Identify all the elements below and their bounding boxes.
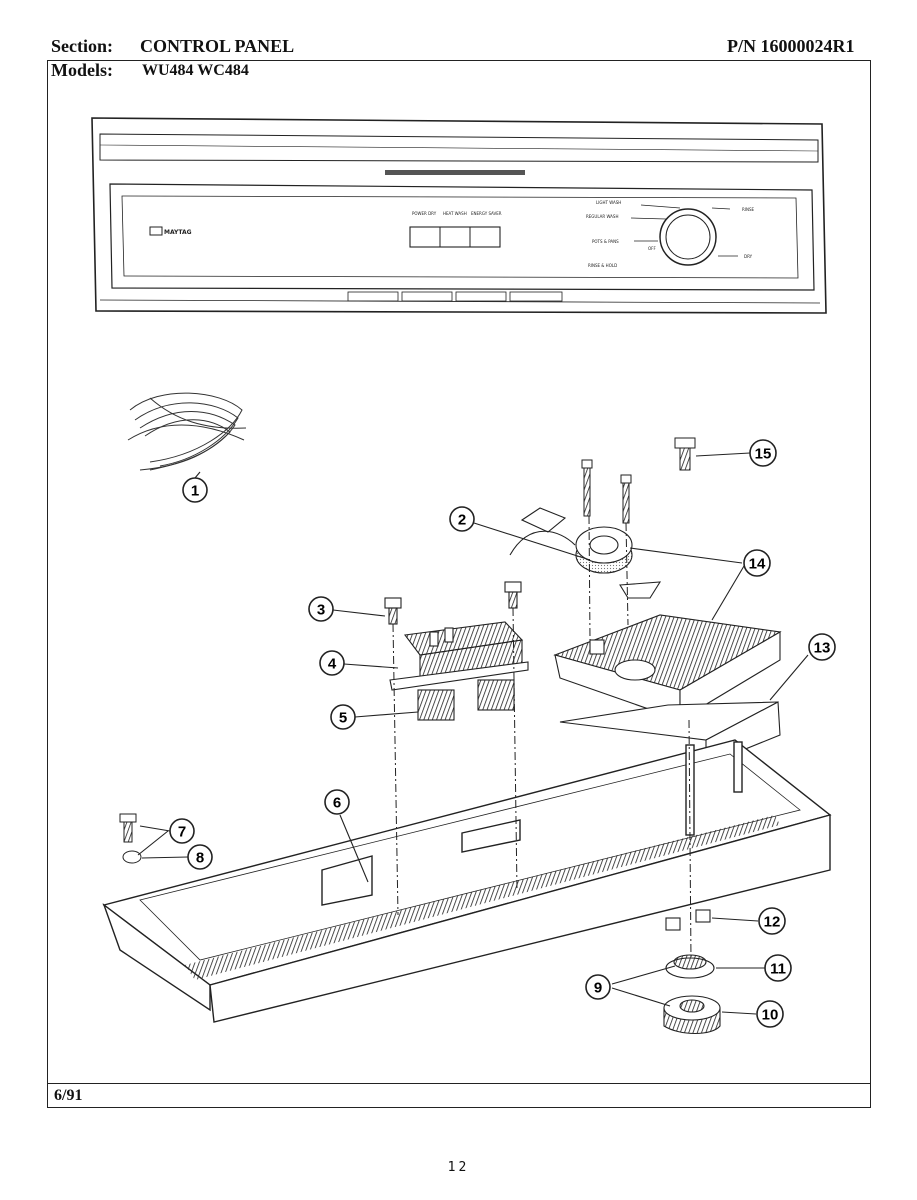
svg-text:1: 1 xyxy=(191,483,199,500)
callout-11: 11 xyxy=(764,954,792,982)
callout-9: 9 xyxy=(585,974,611,1000)
button-label-heat-wash: HEAT WASH xyxy=(443,211,467,216)
cycle-label-rinse: RINSE xyxy=(742,207,754,212)
brand-logo-text: MAYTAG xyxy=(164,229,192,236)
models-label: Models: xyxy=(51,60,113,80)
callout-6: 6 xyxy=(324,789,350,815)
callout-8: 8 xyxy=(187,844,213,870)
callout-12: 12 xyxy=(758,907,786,935)
knob-assembly xyxy=(663,909,721,1035)
part-number: P/N 16000024R1 xyxy=(727,36,855,56)
svg-text:3: 3 xyxy=(317,602,325,619)
svg-text:2: 2 xyxy=(458,512,466,529)
assembly-guide-lines xyxy=(392,515,692,961)
wire-harness xyxy=(127,392,247,471)
control-panel-front xyxy=(91,117,827,314)
cycle-label-pots-pans: POTS & PANS xyxy=(592,239,619,244)
revision-date: 6/91 xyxy=(54,1087,83,1104)
svg-text:4: 4 xyxy=(328,656,337,673)
diagram-frame xyxy=(47,60,871,1108)
push-button-switch xyxy=(384,581,529,721)
cycle-label-rinse-hold: RINSE & HOLD xyxy=(588,263,617,268)
callout-13: 13 xyxy=(808,633,836,661)
timer-screws xyxy=(581,459,632,524)
timer-motor-assembly xyxy=(509,507,662,599)
page-number: 12 xyxy=(447,1160,470,1175)
off-label: OFF xyxy=(648,246,656,251)
svg-text:12: 12 xyxy=(764,914,781,931)
svg-text:5: 5 xyxy=(339,710,347,727)
console-base xyxy=(102,739,832,1023)
models-value: WU484 WC484 xyxy=(142,62,249,79)
svg-text:15: 15 xyxy=(755,446,772,463)
callout-10: 10 xyxy=(756,1000,784,1028)
svg-text:7: 7 xyxy=(178,824,186,841)
screw-15 xyxy=(674,437,696,471)
callout-7: 7 xyxy=(169,818,195,844)
callout-5: 5 xyxy=(330,704,356,730)
svg-text:11: 11 xyxy=(770,961,786,978)
svg-text:9: 9 xyxy=(594,980,602,997)
footer-divider xyxy=(47,1083,871,1084)
button-label-power-dry: POWER DRY xyxy=(412,211,437,216)
callout-3: 3 xyxy=(308,596,334,622)
callout-2: 2 xyxy=(449,506,475,532)
cycle-label-regular-wash: REGULAR WASH xyxy=(586,214,618,219)
cycle-label-light-wash: LIGHT WASH xyxy=(596,200,621,205)
section-label: Section: xyxy=(51,36,113,56)
svg-text:13: 13 xyxy=(814,640,831,657)
button-label-energy-saver: ENERGY SAVER xyxy=(471,211,502,216)
callout-15: 15 xyxy=(749,439,777,467)
svg-text:6: 6 xyxy=(333,795,341,812)
section-title: CONTROL PANEL xyxy=(140,36,295,56)
svg-text:10: 10 xyxy=(762,1007,779,1024)
control-panel-labels: MAYTAG LIGHT WASH REGULAR WASH POTS & PA… xyxy=(164,200,754,268)
callout-1: 1 xyxy=(182,477,208,503)
cycle-label-dry: DRY xyxy=(744,254,753,259)
svg-text:14: 14 xyxy=(749,556,766,573)
callout-leader-lines xyxy=(137,452,809,1015)
callout-4: 4 xyxy=(319,650,345,676)
screw-and-clip-7-8 xyxy=(119,813,142,864)
svg-text:8: 8 xyxy=(196,850,204,867)
callout-14: 14 xyxy=(743,549,771,577)
